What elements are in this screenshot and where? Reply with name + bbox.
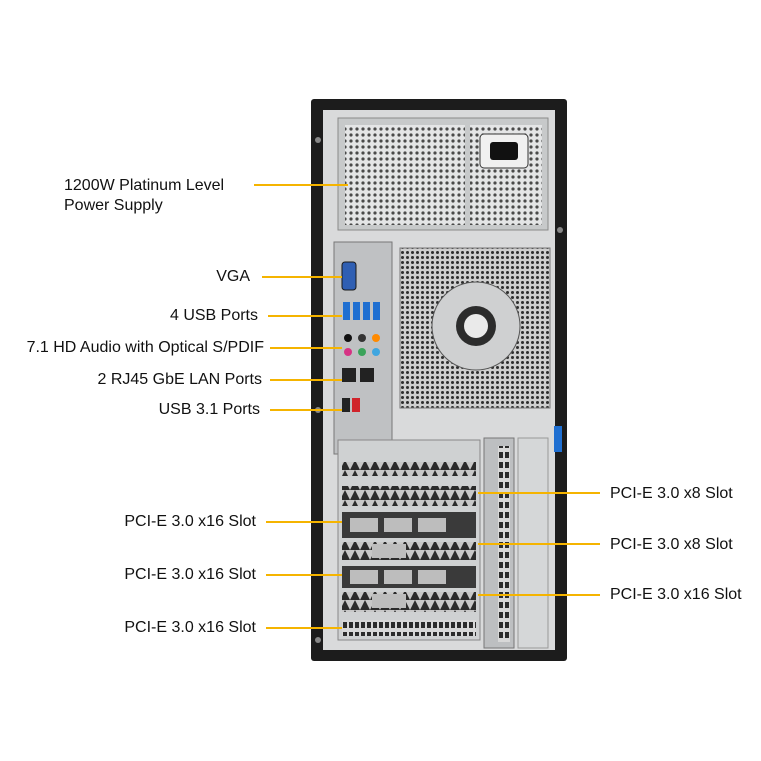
usb-port-1 (343, 302, 350, 320)
leader-lan (270, 379, 342, 381)
leader-pcie-left-3 (266, 627, 342, 629)
label-psu-line1: 1200W Platinum Level (64, 177, 225, 194)
leader-pcie-right-2 (478, 543, 600, 545)
leader-pcie-right-3 (478, 594, 600, 596)
lan-port-2 (360, 368, 374, 382)
usb-port-2 (353, 302, 360, 320)
psu-vent (345, 125, 465, 225)
usb31-port-2 (352, 398, 360, 412)
blue-latch (554, 426, 562, 452)
leader-psu (254, 184, 348, 186)
vga-port (341, 261, 357, 291)
label-pcie-right-2: PCI-E 3.0 x8 Slot (610, 536, 733, 553)
leader-usb31 (270, 409, 342, 411)
audio-jack-1 (344, 334, 352, 342)
label-pcie-left-3: PCI-E 3.0 x16 Slot (124, 619, 256, 636)
label-lan: 2 RJ45 GbE LAN Ports (97, 371, 262, 388)
leader-audio (270, 347, 342, 349)
label-audio: 7.1 HD Audio with Optical S/PDIF (26, 339, 264, 356)
label-pcie-left-1: PCI-E 3.0 x16 Slot (124, 513, 256, 530)
label-pcie-right-3: PCI-E 3.0 x16 Slot (610, 586, 742, 603)
usb-port-3 (363, 302, 370, 320)
usb-port-4 (373, 302, 380, 320)
label-usb31: USB 3.1 Ports (158, 401, 260, 418)
label-pcie-right-1: PCI-E 3.0 x8 Slot (610, 485, 733, 502)
usb31-port-1 (342, 398, 350, 412)
label-psu-line2: Power Supply (64, 197, 163, 214)
label-pcie-left-2: PCI-E 3.0 x16 Slot (124, 566, 256, 583)
leader-usb (268, 315, 342, 317)
leader-pcie-left-1 (266, 521, 342, 523)
leader-pcie-right-1 (478, 492, 600, 494)
label-usb: 4 USB Ports (169, 307, 258, 324)
label-vga: VGA (216, 268, 250, 285)
leader-vga (262, 276, 342, 278)
lan-port-1 (342, 368, 356, 382)
leader-pcie-left-2 (266, 574, 342, 576)
